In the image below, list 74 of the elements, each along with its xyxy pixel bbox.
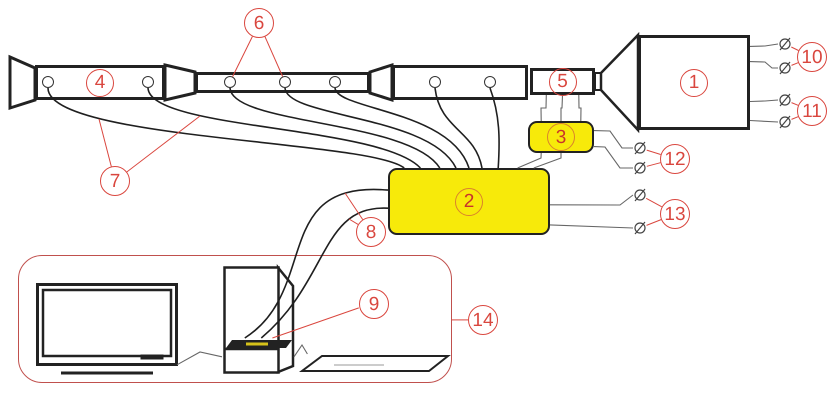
computer-group-frame (18, 255, 452, 383)
leader-line (272, 307, 360, 338)
leader-line (646, 198, 662, 208)
callout-number: 5 (548, 68, 576, 96)
duct-section (530, 68, 595, 95)
terminal-symbol (633, 221, 647, 235)
callout-number: 1 (680, 68, 708, 96)
monitor-drawing (36, 283, 178, 375)
callout-number: 11 (797, 96, 827, 126)
leader-line (452, 319, 468, 320)
leader-line (791, 62, 799, 66)
wire (560, 94, 564, 121)
callout-number: 14 (468, 305, 498, 335)
wire (550, 194, 634, 206)
terminal-symbol (778, 61, 792, 75)
wire (534, 153, 562, 169)
terminal-symbol (778, 37, 792, 51)
sensor-cable (147, 88, 421, 169)
leader-line (790, 46, 799, 51)
leader-line (126, 116, 200, 172)
leader-line (646, 162, 661, 167)
callout-number: 7 (100, 166, 130, 196)
cable (260, 207, 388, 339)
wire (750, 43, 778, 47)
terminal-symbol (778, 93, 792, 107)
sensor-port (484, 76, 496, 88)
leader-line (98, 118, 112, 167)
wire (517, 152, 542, 168)
sensor-port (329, 76, 341, 88)
control-unit-box (528, 121, 594, 153)
wire (750, 99, 778, 102)
callout-number: 3 (547, 123, 575, 151)
keyboard-drawing (301, 355, 449, 372)
callout-number: 13 (660, 199, 690, 229)
sensor-port (142, 76, 154, 88)
computer-tower-drawing (223, 266, 295, 374)
terminal-symbol (778, 115, 792, 129)
callout-number: 10 (797, 42, 827, 72)
wire (176, 351, 222, 366)
wire (594, 146, 633, 169)
control-unit-box (388, 168, 550, 235)
sensor-port (429, 76, 441, 88)
sensor-cable (489, 88, 500, 168)
callout-number: 9 (359, 289, 389, 319)
leader-line (348, 218, 359, 225)
leader-line (646, 150, 662, 155)
leader-line (791, 116, 799, 120)
sensor-cable (284, 88, 457, 168)
sensor-cable (229, 88, 440, 169)
wire (550, 224, 634, 229)
leader-line (791, 102, 799, 106)
sensor-port (42, 76, 54, 88)
wire (540, 94, 547, 121)
callout-number: 6 (244, 8, 274, 38)
wire (594, 130, 633, 149)
leader-line (344, 192, 364, 220)
leader-line (646, 219, 662, 226)
callout-number: 8 (356, 217, 386, 247)
sensor-port (279, 76, 291, 88)
terminal-symbol (633, 141, 647, 155)
callout-number: 4 (86, 68, 114, 96)
sensor-cable (434, 88, 483, 168)
wire (750, 61, 778, 69)
sample-chip-drawing (226, 339, 292, 349)
callout-number: 12 (660, 144, 690, 174)
callout-number: 2 (455, 188, 483, 216)
wire (294, 344, 308, 358)
cable (244, 189, 388, 339)
wire (750, 120, 778, 123)
sensor-port (224, 76, 236, 88)
terminal-symbol (633, 161, 647, 175)
wire (578, 95, 582, 121)
sensor-cable (334, 88, 470, 168)
terminal-symbol (633, 188, 647, 202)
